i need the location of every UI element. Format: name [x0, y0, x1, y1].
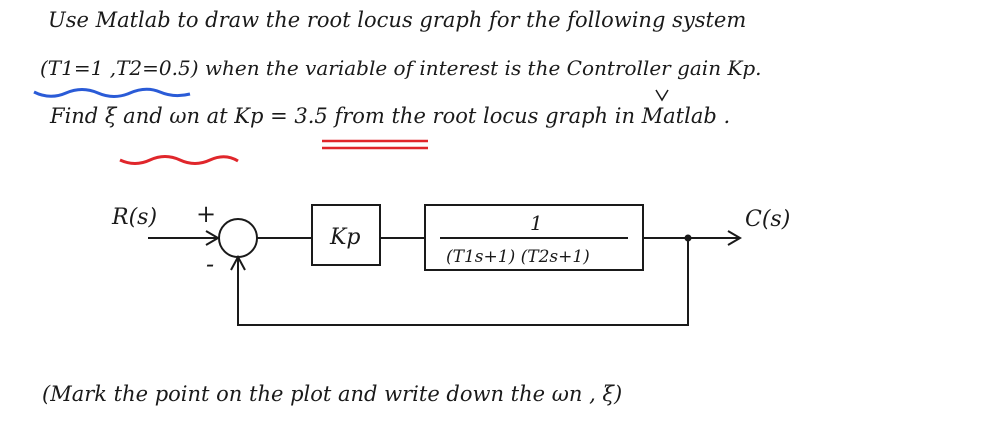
- output-label: C(s): [745, 207, 790, 232]
- red-wavy-underline: [119, 155, 239, 165]
- feedback-path: [237, 238, 689, 326]
- summing-junction: [218, 218, 258, 258]
- input-label: R(s): [111, 205, 157, 230]
- plus-sign: +: [196, 200, 216, 228]
- gain-block: [311, 204, 381, 266]
- caret-mark: [655, 89, 669, 102]
- problem-line-1: Use Matlab to draw the root locus graph …: [48, 8, 747, 32]
- tf-numerator: 1: [530, 211, 543, 235]
- gain-label: Kp: [329, 225, 361, 250]
- feedback-arrowhead: [230, 254, 246, 271]
- problem-line-2: (T1=1 ,T2=0.5) when the variable of inte…: [40, 56, 762, 80]
- tf-denominator: (T1s+1) (T2s+1): [446, 247, 590, 267]
- minus-sign: -: [206, 250, 214, 278]
- blue-underline: [33, 87, 191, 98]
- problem-line-3: Find ξ and ωn at Kp = 3.5 from the root …: [50, 104, 731, 128]
- output-arrowhead: [727, 230, 742, 246]
- problem-note: (Mark the point on the plot and write do…: [42, 382, 623, 406]
